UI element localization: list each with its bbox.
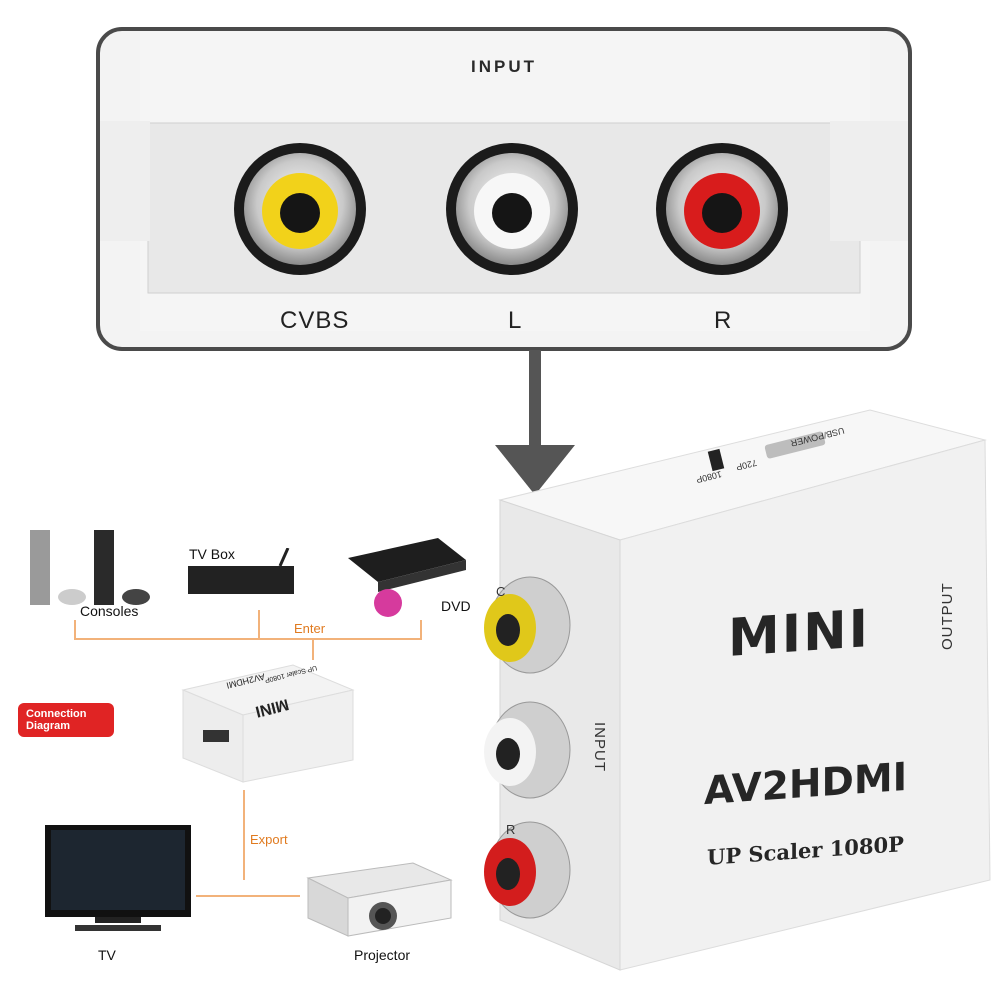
right-audio-jack [656,143,788,275]
dvd-connector [420,620,422,638]
side-c-label: C [496,584,506,599]
l-label: L [508,307,523,334]
cvbs-label: CVBS [280,307,350,334]
tv-box-icon [188,548,294,594]
av2hdmi-device-illustration [484,409,991,971]
small-av2hdmi-device [181,664,355,783]
device-input-label: INPUT [591,722,608,772]
tv-label: TV [98,947,116,963]
down-arrow-icon [495,350,575,495]
source-bus-line [74,638,422,640]
side-r-label: R [506,822,516,837]
input-closeup-panel: INPUT CVBS L R [96,27,912,351]
connection-diagram-badge: Connection Diagram [18,703,114,737]
projector-label: Projector [354,947,411,963]
consoles-label: Consoles [80,603,139,619]
r-label: R [714,307,733,334]
left-audio-jack [446,143,578,275]
dvd-label: DVD [441,598,471,614]
export-label: Export [250,832,288,847]
consoles-icon [30,530,150,605]
tv-box-label: TV Box [189,546,235,562]
enter-connector [312,638,314,660]
export-connector [243,790,245,880]
big-red-jack [484,821,571,919]
inset-title: INPUT [471,57,537,76]
device-brand-mini: MINI [728,599,870,669]
big-white-jack [484,701,571,799]
cvbs-jack [234,143,366,275]
device-output-label: OUTPUT [939,582,956,650]
dvd-player-icon [348,538,466,617]
tvbox-connector [258,610,260,638]
tv-icon [45,825,191,931]
output-bus-line [196,895,300,897]
projector-icon [306,862,453,937]
consoles-connector [74,620,76,638]
enter-label: Enter [294,621,326,636]
big-yellow-jack [484,576,571,674]
